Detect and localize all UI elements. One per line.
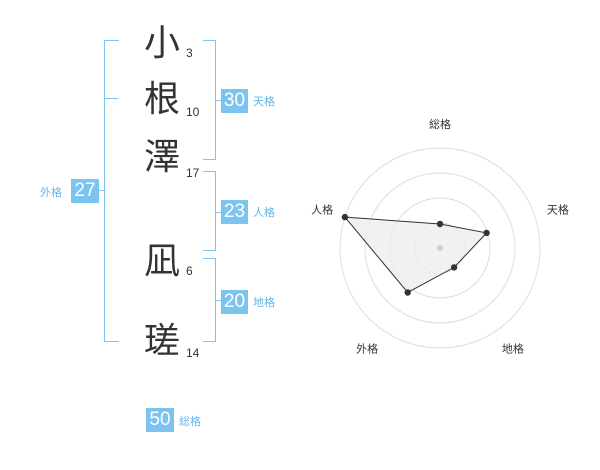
- radar-area: [343, 216, 488, 294]
- radar-point-4: [404, 289, 411, 296]
- name-char-1: 小: [143, 23, 180, 64]
- chikaku-badge: 20: [221, 290, 248, 314]
- name-char-3: 澤: [143, 137, 180, 178]
- radar-ring-4: [339, 147, 541, 349]
- radar-axis-label-5: 人格: [311, 203, 333, 217]
- radar-point-2: [483, 229, 490, 237]
- name-char-4: 凪: [143, 241, 180, 282]
- name-char-2: 根: [143, 79, 180, 120]
- radar-axis-label-2: 天格: [547, 203, 569, 217]
- radar-point-5: [341, 213, 349, 221]
- jinkaku-badge: 23: [221, 200, 248, 224]
- soukaku-label: 総格: [179, 415, 201, 428]
- chikaku-tick: [215, 300, 221, 301]
- radar-axis-label-4: 外格: [356, 341, 378, 355]
- gaikaku-bracket: [104, 40, 119, 342]
- gaikaku-tick-top: [104, 98, 118, 99]
- radar-axis-label-3: 地格: [502, 341, 524, 355]
- name-char-5: 瑳: [143, 321, 180, 362]
- stroke-count-1: 3: [186, 46, 193, 60]
- gaikaku-tick-mid: [98, 190, 104, 191]
- chikaku-label: 地格: [253, 296, 275, 309]
- radar-axis-label-1: 総格: [429, 117, 451, 131]
- radar-center-dot: [437, 245, 443, 251]
- jinkaku-bracket: [203, 171, 216, 251]
- stroke-count-5: 14: [186, 346, 200, 360]
- gaikaku-label: 外格: [40, 186, 62, 199]
- radar-point-1: [436, 220, 444, 228]
- stroke-count-3: 17: [186, 166, 200, 180]
- radar-ring-3: [364, 172, 516, 324]
- tenkaku-label: 天格: [253, 95, 275, 108]
- stroke-count-2: 10: [186, 105, 200, 119]
- gaikaku-badge: 27: [71, 179, 99, 203]
- radar-point-3: [450, 264, 458, 271]
- jinkaku-tick: [215, 212, 221, 213]
- soukaku-badge: 50: [146, 408, 174, 432]
- stroke-count-4: 6: [186, 264, 193, 278]
- tenkaku-tick: [215, 100, 221, 101]
- tenkaku-badge: 30: [221, 89, 248, 113]
- jinkaku-label: 人格: [253, 206, 275, 219]
